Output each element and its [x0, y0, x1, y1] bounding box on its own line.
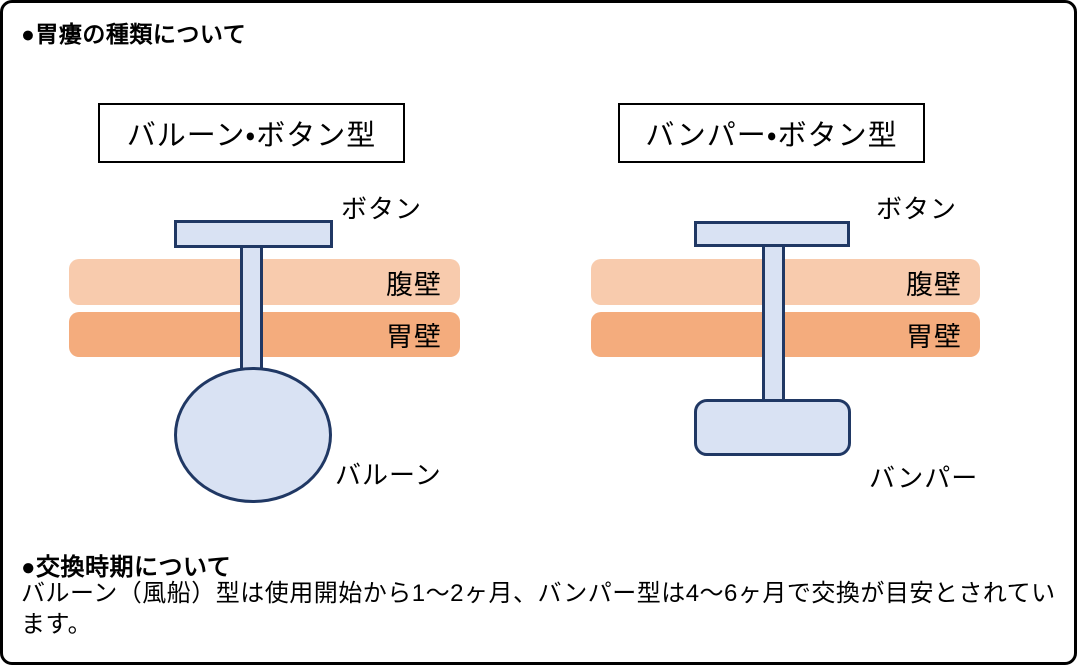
balloon-tube-shape	[240, 247, 263, 373]
balloon-abdominal-wall-band: 腹壁	[69, 259, 460, 305]
balloon-abdominal-wall-label: 腹壁	[386, 269, 442, 300]
bumper-button-shape	[694, 221, 850, 247]
bumper-shape	[694, 399, 851, 456]
bumper-type-title-box: バンパー・ボタン型	[618, 103, 925, 163]
balloon-device-label: バルーン	[335, 460, 442, 490]
balloon-type-title-box: バルーン・ボタン型	[98, 103, 405, 163]
bumper-stomach-wall-band: 胃壁	[591, 312, 980, 357]
bumper-abdominal-wall-label: 腹壁	[906, 269, 962, 300]
replacement-section-heading: ●交換時期について	[21, 554, 232, 581]
bumper-abdominal-wall-band: 腹壁	[591, 259, 980, 305]
balloon-button-shape	[174, 220, 333, 248]
balloon-stomach-wall-band: 胃壁	[69, 312, 460, 357]
bumper-button-label: ボタン	[876, 194, 958, 224]
balloon-stomach-wall-label: 胃壁	[386, 322, 442, 352]
balloon-button-label: ボタン	[341, 194, 423, 224]
page-title: ●胃瘻の種類について	[21, 21, 247, 47]
bumper-device-label: バンパー	[869, 463, 979, 493]
balloon-shape	[174, 367, 332, 503]
bumper-stomach-wall-label: 胃壁	[906, 322, 962, 352]
replacement-section-body: バルーン（風船）型は使用開始から1～2ヶ月、バンパー型は4～6ヶ月で交換が目安と…	[21, 580, 1056, 639]
bumper-tube-shape	[762, 246, 785, 404]
